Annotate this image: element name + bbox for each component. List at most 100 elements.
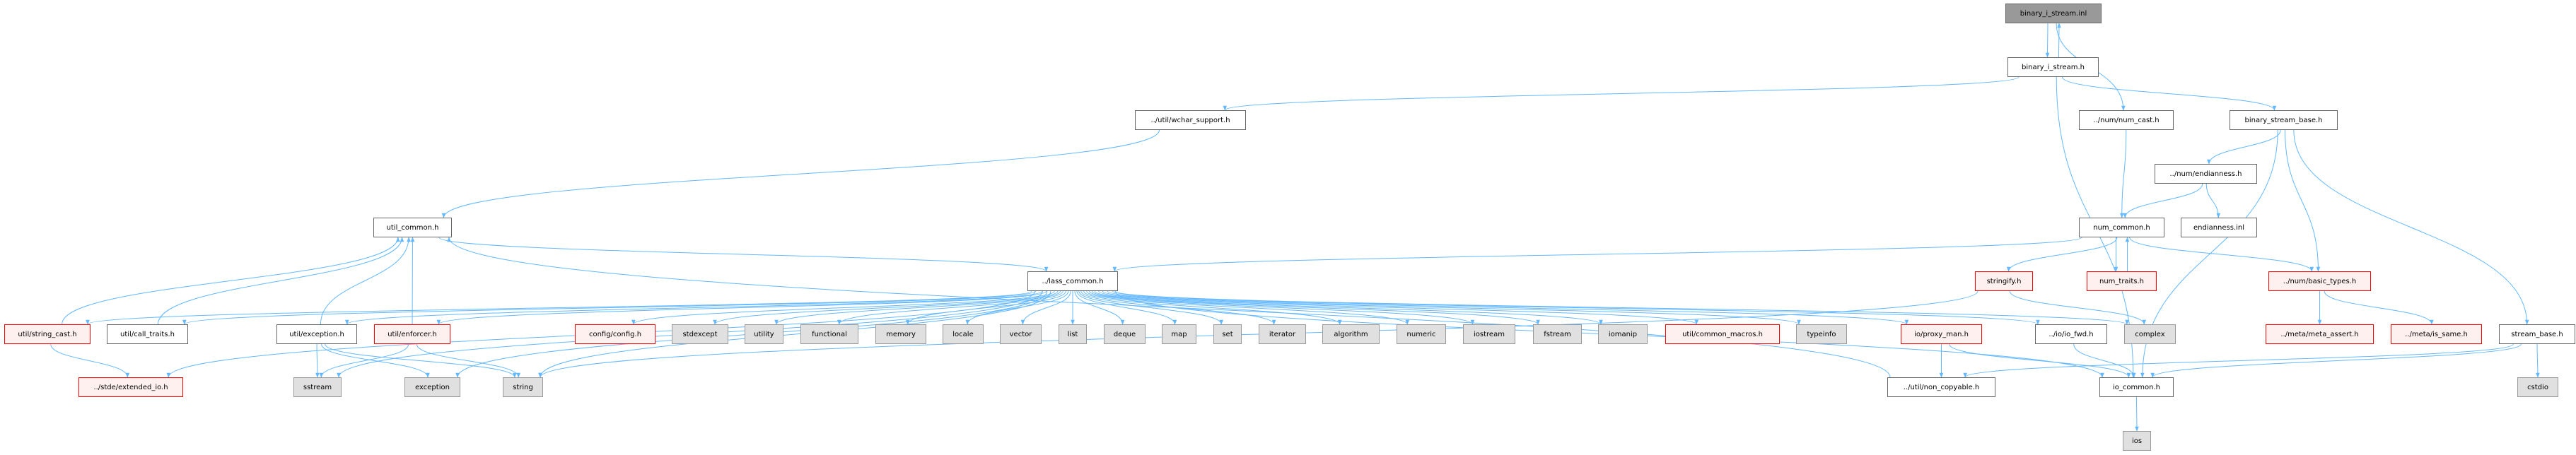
node-basictypes[interactable]: ../num/basic_types.h — [2268, 271, 2371, 291]
node-macros[interactable]: util/common_macros.h — [1665, 324, 1780, 344]
node-deque[interactable]: deque — [1104, 324, 1146, 344]
node-label: util/call_traits.h — [120, 330, 175, 338]
node-label: ../util/non_copyable.h — [1903, 383, 1980, 391]
node-label: utility — [754, 330, 774, 338]
node-iterator[interactable]: iterator — [1259, 324, 1306, 344]
edge-basictypes-to-issame — [2324, 290, 2434, 325]
edge-numcast-to-numcommon — [2119, 129, 2127, 218]
edge-exceptionh-to-string — [325, 343, 517, 378]
node-metaassert[interactable]: ../meta/meta_assert.h — [2266, 324, 2374, 344]
edge-bsb-to-endh — [2207, 129, 2281, 165]
node-label: algorithm — [1334, 330, 1368, 338]
node-issame[interactable]: ../meta/is_same.h — [2391, 324, 2482, 344]
node-numcommon[interactable]: num_common.h — [2079, 218, 2164, 237]
node-wchar[interactable]: ../util/wchar_support.h — [1135, 110, 1246, 130]
node-config[interactable]: config/config.h — [575, 324, 655, 344]
node-label: typeinfo — [1807, 330, 1836, 338]
edge-lass-to-functional — [837, 290, 1063, 325]
node-iocommon[interactable]: io_common.h — [2099, 377, 2174, 397]
node-endinl[interactable]: endianness.inl — [2181, 218, 2257, 237]
node-streambase[interactable]: stream_base.h — [2499, 324, 2575, 344]
edge-iofwd-to-iocommon — [2073, 343, 2136, 378]
edge-wchar-to-utilcommon — [441, 129, 1160, 218]
edge-lass-to-complex — [1114, 290, 2129, 325]
node-stringcast[interactable]: util/string_cast.h — [4, 324, 91, 344]
edge-bsb-to-basictypes — [2285, 129, 2321, 272]
node-iostream[interactable]: iostream — [1463, 324, 1515, 344]
node-iomanip[interactable]: iomanip — [1598, 324, 1648, 344]
node-label: deque — [1113, 330, 1136, 338]
node-set[interactable]: set — [1213, 324, 1242, 344]
edge-lass-to-iostream — [1089, 290, 1475, 325]
edge-numcommon-to-basictypes — [2129, 237, 2314, 272]
node-string[interactable]: string — [503, 377, 543, 397]
node-stringify[interactable]: stringify.h — [1975, 271, 2033, 291]
node-algorithm[interactable]: algorithm — [1322, 324, 1380, 344]
node-exception[interactable]: exception — [404, 377, 460, 397]
node-label: iomanip — [1608, 330, 1638, 338]
node-map[interactable]: map — [1162, 324, 1196, 344]
edge-lass-to-calltraits — [182, 290, 1037, 325]
node-list[interactable]: list — [1059, 324, 1087, 344]
node-functional[interactable]: functional — [800, 324, 858, 344]
node-utility[interactable]: utility — [745, 324, 783, 344]
node-exceptionh[interactable]: util/exception.h — [276, 324, 357, 344]
node-inl[interactable]: binary_i_stream.inl — [2005, 4, 2102, 23]
node-label: vector — [1009, 330, 1032, 338]
node-iofwd[interactable]: ../io/io_fwd.h — [2035, 324, 2107, 344]
node-fstream[interactable]: fstream — [1533, 324, 1582, 344]
edge-lass-to-map — [1076, 290, 1177, 325]
node-vector[interactable]: vector — [1000, 324, 1042, 344]
node-memory[interactable]: memory — [875, 324, 926, 344]
node-label: iostream — [1474, 330, 1505, 338]
node-noncopy[interactable]: ../util/non_copyable.h — [1887, 377, 1995, 397]
node-label: ../num/basic_types.h — [2283, 277, 2357, 285]
node-stdexcept[interactable]: stdexcept — [672, 324, 728, 344]
node-label: exception — [415, 383, 450, 391]
node-utilcommon[interactable]: util_common.h — [373, 218, 452, 237]
node-typeinfo[interactable]: typeinfo — [1796, 324, 1847, 344]
node-label: util/enforcer.h — [387, 330, 437, 338]
node-bish[interactable]: binary_i_stream.h — [2007, 57, 2099, 77]
node-numeric[interactable]: numeric — [1397, 324, 1446, 344]
edge-bsb-to-streambase — [2293, 129, 2529, 325]
edge-streambase-to-cstdio — [2536, 343, 2540, 378]
node-lass[interactable]: ../lass_common.h — [1027, 271, 1118, 291]
node-endh[interactable]: ../num/endianness.h — [2155, 164, 2257, 184]
node-numcast[interactable]: ../num/num_cast.h — [2079, 110, 2174, 130]
edge-streambase-to-noncopy — [1963, 343, 2514, 378]
node-calltraits[interactable]: util/call_traits.h — [107, 324, 188, 344]
edge-lass-to-deque — [1074, 290, 1125, 325]
node-ios[interactable]: ios — [2123, 431, 2151, 451]
edge-lass-to-macros — [1098, 290, 1698, 325]
node-cstdio[interactable]: cstdio — [2517, 377, 2558, 397]
node-enforcer[interactable]: util/enforcer.h — [374, 324, 450, 344]
node-bsb[interactable]: binary_stream_base.h — [2230, 110, 2338, 130]
node-label: binary_stream_base.h — [2244, 116, 2323, 124]
edge-bish-to-wchar — [1223, 76, 2020, 111]
node-label: numeric — [1406, 330, 1436, 338]
edge-exceptionh-to-utilcommon — [320, 237, 411, 325]
node-complex[interactable]: complex — [2124, 324, 2176, 344]
node-label: cstdio — [2527, 383, 2548, 391]
node-numtraits[interactable]: num_traits.h — [2087, 271, 2157, 291]
edge-lass-to-iofwd — [1112, 290, 2040, 325]
node-label: util/exception.h — [289, 330, 344, 338]
node-extio[interactable]: ../stde/extended_io.h — [78, 377, 183, 397]
edge-proxyman-to-iocommon — [1949, 343, 2131, 378]
edge-noncopy-to-utilcommon — [447, 237, 1891, 378]
node-label: io_common.h — [2113, 383, 2160, 391]
edge-enforcer-to-sstream — [319, 343, 409, 378]
node-label: stringify.h — [1986, 277, 2022, 285]
node-label: io/proxy_man.h — [1914, 330, 1969, 338]
node-proxyman[interactable]: io/proxy_man.h — [1901, 324, 1982, 344]
edge-enforcer-to-string — [416, 343, 521, 378]
edge-lass-to-locale — [965, 290, 1069, 325]
node-locale[interactable]: locale — [943, 324, 984, 344]
node-label: util/common_macros.h — [1682, 330, 1763, 338]
edge-numcommon-to-stringify — [2006, 237, 2118, 272]
node-label: num_common.h — [2093, 223, 2150, 232]
edge-stringcast-to-utilcommon — [62, 237, 400, 325]
node-sstream[interactable]: sstream — [293, 377, 342, 397]
